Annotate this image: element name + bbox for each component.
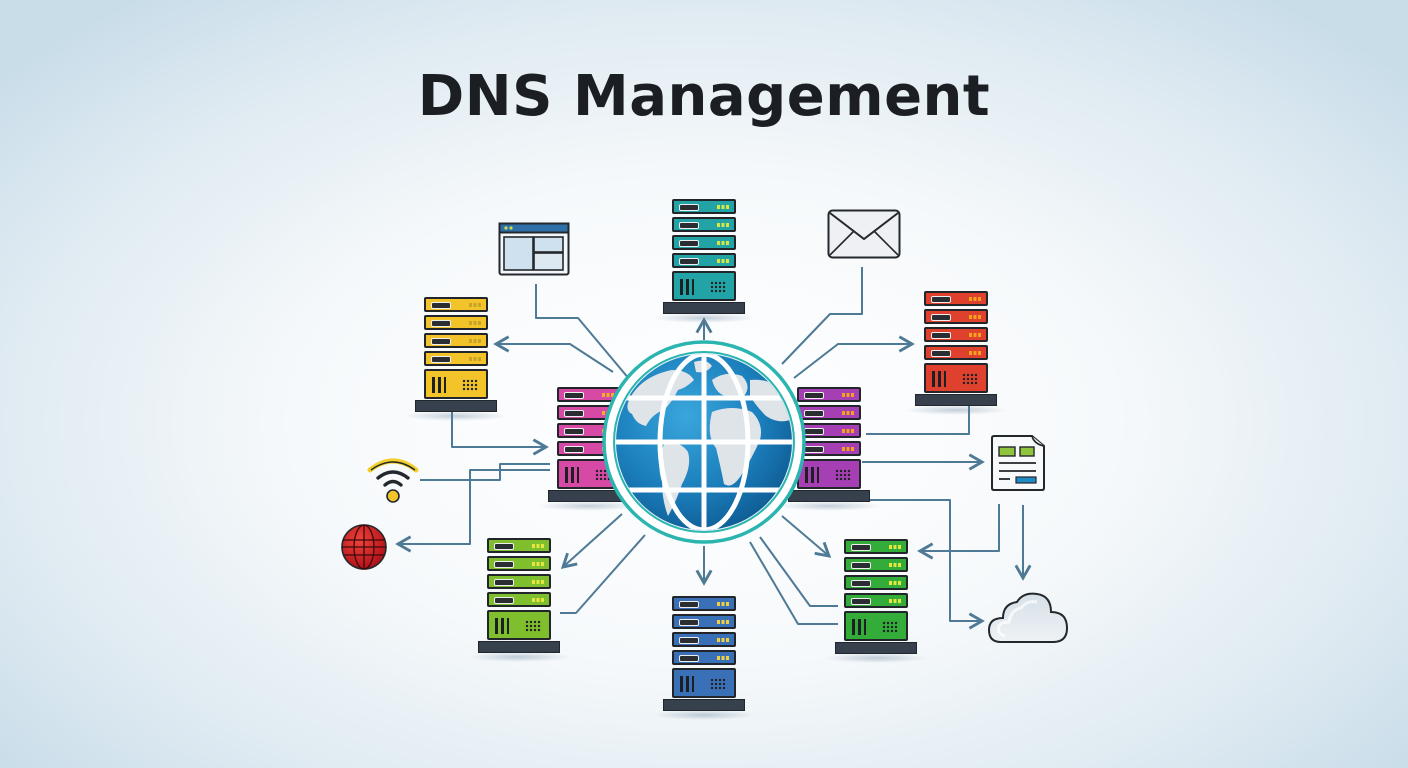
server-unit [424,297,488,312]
server-unit [487,556,551,571]
server-unit [672,650,736,665]
server-unit [844,575,908,590]
document-icon [990,434,1046,496]
server-base [844,611,908,641]
browser-window-icon [498,222,570,280]
cloud-icon [987,590,1069,650]
server-unit [924,327,988,342]
server-plinth [663,699,745,711]
server-rack-upper-right-red [904,291,1008,415]
server-unit [424,333,488,348]
server-unit [672,596,736,611]
server-unit [924,345,988,360]
server-unit [487,592,551,607]
server-unit [797,441,861,456]
server-unit [557,387,621,402]
server-rack-lower-left-lime [467,538,571,662]
server-unit [797,405,861,420]
server-plinth [915,394,997,406]
server-base [672,271,736,301]
red-globe-icon [340,523,388,575]
server-rack-top-teal [652,199,756,323]
server-unit [844,593,908,608]
server-plinth [835,642,917,654]
server-unit [924,309,988,324]
server-unit [487,538,551,553]
server-rack-center-right-purple [777,387,881,511]
server-base [672,668,736,698]
server-unit [844,557,908,572]
server-unit [424,351,488,366]
server-base [487,610,551,640]
server-rack-lower-right-green [824,539,928,663]
server-base [797,459,861,489]
server-rack-bottom-blue [652,596,756,720]
server-unit [672,614,736,629]
server-plinth [663,302,745,314]
wifi-icon [366,456,420,510]
server-unit [424,315,488,330]
server-unit [672,253,736,268]
envelope-icon [827,209,901,263]
server-unit [844,539,908,554]
server-unit [797,423,861,438]
server-unit [557,405,621,420]
server-unit [797,387,861,402]
server-plinth [478,641,560,653]
server-unit [672,217,736,232]
server-unit [487,574,551,589]
server-unit [672,235,736,250]
server-plinth [415,400,497,412]
server-unit [672,632,736,647]
server-unit [672,199,736,214]
server-base [924,363,988,393]
server-unit [924,291,988,306]
page-title: DNS Management [417,64,991,129]
server-base [424,369,488,399]
globe-icon [602,340,806,544]
server-rack-upper-left-yellow [404,297,508,421]
